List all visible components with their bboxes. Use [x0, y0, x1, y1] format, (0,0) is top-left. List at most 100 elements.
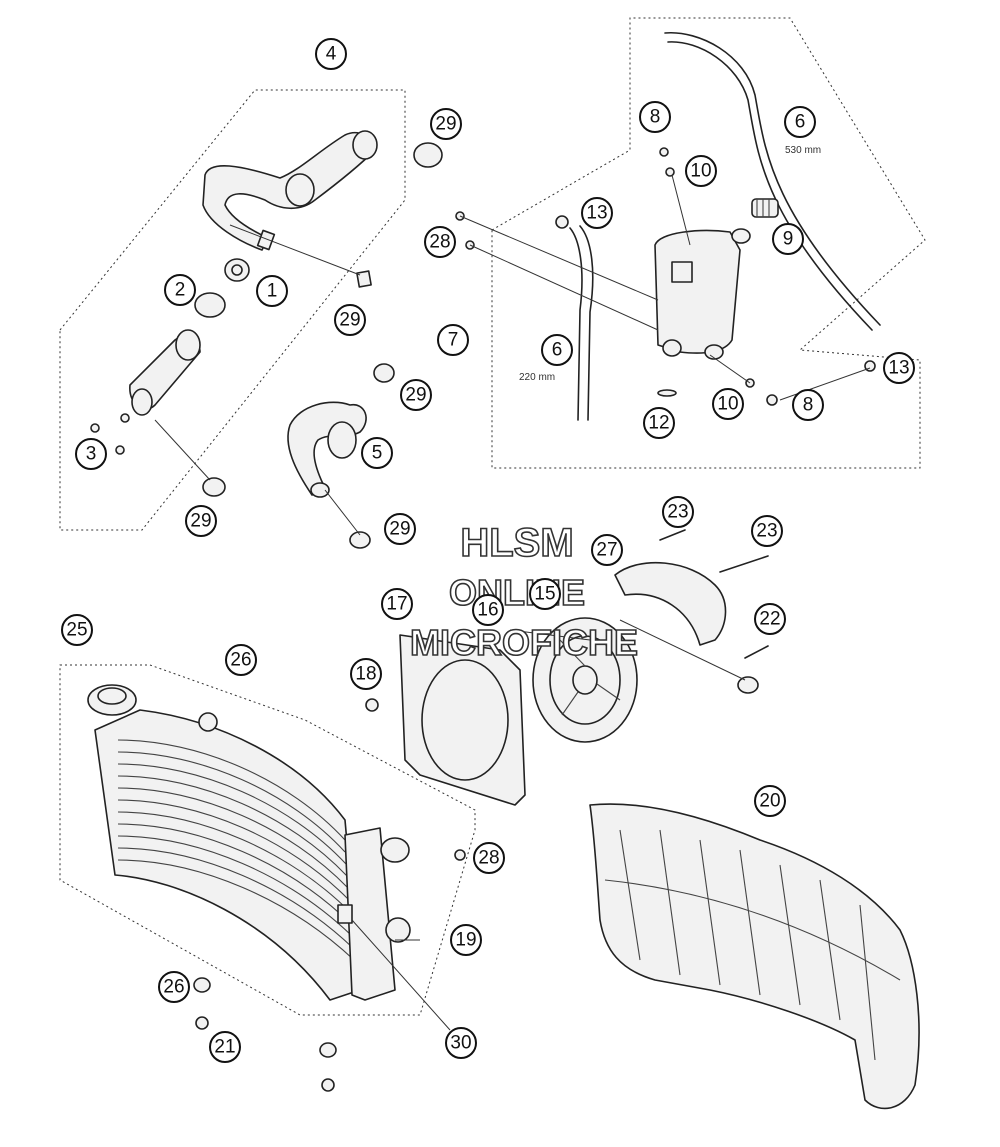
svg-text:27: 27 — [596, 540, 617, 561]
callout-19: 19 — [450, 924, 482, 956]
callout-16: 16 — [472, 594, 504, 626]
svg-text:29: 29 — [339, 310, 360, 331]
svg-text:13: 13 — [888, 358, 909, 379]
callout-4: 4 — [315, 38, 347, 70]
svg-text:4: 4 — [326, 44, 337, 65]
callout-26: 26 — [158, 971, 190, 1003]
svg-text:25: 25 — [66, 620, 87, 641]
svg-text:17: 17 — [386, 594, 407, 615]
group-outline-radiator — [59, 664, 476, 1016]
grommet-26-top — [198, 712, 218, 732]
group-outline-tank-7 — [491, 17, 926, 469]
callout-27: 27 — [591, 534, 623, 566]
callout-28: 28 — [473, 842, 505, 874]
callout-28: 28 — [424, 226, 456, 258]
svg-text:23: 23 — [756, 521, 777, 542]
callout-13: 13 — [581, 197, 613, 229]
callout-17: 17 — [381, 588, 413, 620]
svg-text:18: 18 — [355, 664, 376, 685]
watermark-line1: HLSM — [460, 521, 573, 565]
svg-text:16: 16 — [477, 600, 498, 621]
callout-10: 10 — [712, 388, 744, 420]
radiator-end-tank-19 — [344, 827, 411, 1001]
callout-29: 29 — [384, 513, 416, 545]
callout-1: 1 — [256, 275, 288, 307]
callout-9: 9 — [772, 223, 804, 255]
svg-text:22: 22 — [759, 609, 780, 630]
svg-text:10: 10 — [717, 394, 738, 415]
svg-text:20: 20 — [759, 791, 780, 812]
callout-23: 23 — [662, 496, 694, 528]
watermark-line3: MICROFICHE — [410, 622, 638, 663]
fitting-1 — [224, 258, 250, 282]
svg-text:3: 3 — [86, 444, 97, 465]
clamp-29-hose5-top — [373, 363, 395, 383]
radiator-mount-hardware — [193, 904, 353, 1092]
radiator-cap-25 — [87, 684, 137, 716]
hose-length-220: 220 mm — [519, 372, 555, 383]
callout-25: 25 — [61, 614, 93, 646]
svg-text:23: 23 — [667, 502, 688, 523]
svg-text:8: 8 — [803, 395, 814, 416]
clamp-29-hose5-bottom — [349, 531, 371, 549]
callout-23: 23 — [751, 515, 783, 547]
fan-shroud-17 — [365, 634, 526, 806]
expansion-tank — [654, 228, 751, 360]
radiator-core — [94, 709, 361, 1001]
svg-text:21: 21 — [214, 1037, 235, 1058]
bolt-28-radiator — [454, 849, 466, 861]
svg-text:28: 28 — [478, 848, 499, 869]
callout-6: 6 — [784, 106, 816, 138]
svg-text:26: 26 — [163, 977, 184, 998]
svg-text:29: 29 — [190, 511, 211, 532]
callout-29: 29 — [400, 379, 432, 411]
callout-26: 26 — [225, 644, 257, 676]
svg-text:29: 29 — [389, 519, 410, 540]
svg-text:2: 2 — [175, 280, 186, 301]
callout-30: 30 — [445, 1027, 477, 1059]
svg-text:29: 29 — [405, 385, 426, 406]
radiator-guard-20 — [589, 803, 920, 1110]
callout-21: 21 — [209, 1031, 241, 1063]
fan-motor-27 — [614, 561, 727, 646]
svg-text:1: 1 — [267, 281, 278, 302]
svg-text:26: 26 — [230, 650, 251, 671]
svg-text:13: 13 — [586, 203, 607, 224]
callout-15: 15 — [529, 578, 561, 610]
svg-text:28: 28 — [429, 232, 450, 253]
svg-text:10: 10 — [690, 161, 711, 182]
watermark-line2: ONLINE — [449, 572, 585, 613]
svg-text:12: 12 — [648, 413, 669, 434]
callout-29: 29 — [334, 304, 366, 336]
callout-7: 7 — [437, 324, 469, 356]
overflow-hose-6-long — [664, 32, 881, 331]
svg-text:29: 29 — [435, 114, 456, 135]
callout-8: 8 — [639, 101, 671, 133]
callout-29: 29 — [430, 108, 462, 140]
callout-12: 12 — [643, 407, 675, 439]
upper-hose-4 — [202, 130, 378, 251]
fan-15 — [532, 617, 638, 743]
fan-bracket-bolts — [659, 529, 769, 694]
callout-2: 2 — [164, 274, 196, 306]
tank-cap-9 — [751, 198, 779, 218]
callout-3: 3 — [75, 438, 107, 470]
svg-text:6: 6 — [552, 340, 563, 361]
lower-hose-5 — [287, 401, 367, 498]
bolts-28-tank — [455, 211, 475, 250]
hose-length-530: 530 mm — [785, 145, 821, 156]
callout-22: 22 — [754, 603, 786, 635]
callout-8: 8 — [792, 389, 824, 421]
thermostat-housing — [129, 329, 201, 416]
svg-text:5: 5 — [372, 443, 383, 464]
callout-18: 18 — [350, 658, 382, 690]
svg-text:30: 30 — [450, 1033, 471, 1054]
svg-text:9: 9 — [783, 229, 794, 250]
clamp-29-top — [413, 142, 443, 168]
svg-text:15: 15 — [534, 584, 555, 605]
clamp-29-mid — [356, 270, 372, 288]
callout-10: 10 — [685, 155, 717, 187]
svg-text:6: 6 — [795, 112, 806, 133]
callout-5: 5 — [361, 437, 393, 469]
svg-text:7: 7 — [448, 330, 459, 351]
